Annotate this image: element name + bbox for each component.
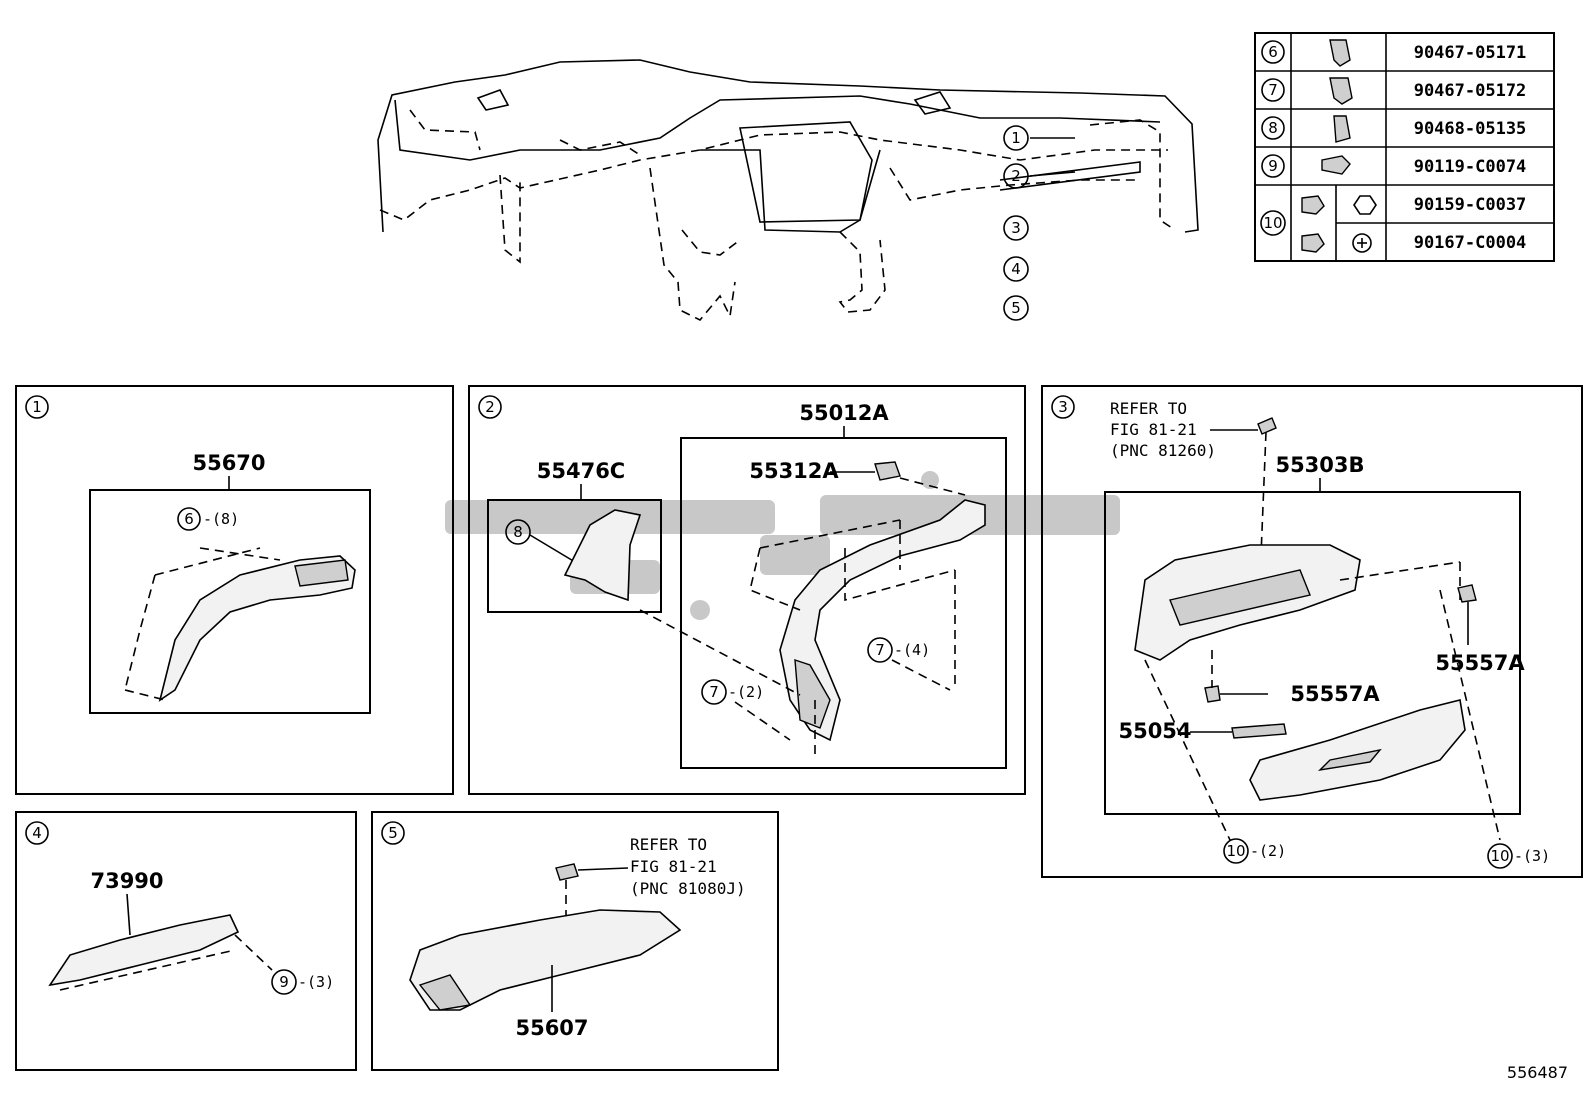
clip-part [874,461,901,481]
svg-text:-(3): -(3) [298,973,334,991]
svg-text:4: 4 [32,824,42,842]
svg-text:-(8): -(8) [203,510,239,528]
panel-4: 4 73990 9 -(3) [15,811,357,1071]
part-label-55303B: 55303B [1275,453,1364,477]
svg-text:-(4): -(4) [894,641,930,659]
part-label-55012A: 55012A [799,401,889,425]
svg-text:90167-C0004: 90167-C0004 [1414,233,1527,253]
svg-text:7: 7 [875,641,885,659]
part-label-55557A-right: 55557A [1435,651,1525,675]
lower-panel [48,914,240,987]
svg-text:9: 9 [279,973,289,991]
svg-text:-(2): -(2) [1250,842,1286,860]
refer-note-line2: FIG 81-21 [630,857,717,876]
svg-text:2: 2 [1011,167,1021,185]
table-row: 9 90119-C0074 [1261,154,1527,178]
clip-icon [1329,77,1353,105]
damper-part [1457,584,1477,603]
part-label-55476C: 55476C [537,459,625,483]
socket-part [555,863,579,881]
svg-text:10: 10 [1490,847,1509,865]
damper-part [1204,685,1221,703]
svg-text:3: 3 [1058,398,1068,416]
svg-text:9: 9 [1268,157,1278,175]
table-row: 10 90159-C0037 90167-C0004 [1260,195,1527,253]
svg-text:90159-C0037: 90159-C0037 [1414,195,1527,215]
svg-text:5: 5 [1011,299,1021,317]
svg-text:90468-05135: 90468-05135 [1414,119,1527,139]
svg-text:7: 7 [1268,81,1278,99]
panel-5: 5 REFER TO FIG 81-21 (PNC 81080J) 55607 [371,811,779,1071]
svg-text:4: 4 [1011,260,1021,278]
clip-icon [1329,39,1351,67]
top-callout-5: 5 [1003,295,1029,321]
glove-box-door [1249,699,1466,801]
hex-head-icon [1353,195,1377,215]
lamp-socket [1257,417,1277,435]
dashboard-assembly-drawing [377,59,1199,321]
svg-text:90119-C0074: 90119-C0074 [1414,157,1527,177]
phillips-head-icon [1352,233,1372,253]
top-callout-4: 4 [1003,256,1029,282]
svg-text:1: 1 [1011,129,1021,147]
fastener-table: 6 90467-05171 7 90467-05172 8 90468-0513… [1254,32,1555,262]
bolt-icon [1301,233,1325,253]
figure-number: 556487 [1507,1063,1568,1082]
part-label-55670: 55670 [192,451,265,475]
panel-1: 1 55670 6 -(8) [15,385,454,795]
part-label-55607: 55607 [515,1016,588,1040]
a-pillar-garnish [779,499,986,742]
refer-note-line2: FIG 81-21 [1110,420,1197,439]
top-callout-2: 2 [1003,163,1029,189]
svg-text:10: 10 [1226,842,1245,860]
part-label-73990: 73990 [90,869,163,893]
svg-text:-(2): -(2) [728,683,764,701]
svg-text:10: 10 [1263,214,1282,232]
refer-note-line1: REFER TO [630,835,707,854]
top-callout-3: 3 [1003,215,1029,241]
svg-text:6: 6 [184,510,194,528]
screw-icon [1321,155,1351,175]
svg-text:7: 7 [709,683,719,701]
part-label-55054: 55054 [1118,719,1191,743]
svg-text:8: 8 [1268,119,1278,137]
svg-text:1: 1 [32,398,42,416]
part-label-55312A: 55312A [749,459,839,483]
side-vent-trim [158,555,356,702]
part-label-55557A-center: 55557A [1290,682,1380,706]
table-row: 6 90467-05171 [1261,39,1527,67]
svg-text:5: 5 [388,824,398,842]
refer-note-line1: REFER TO [1110,399,1187,418]
svg-text:6: 6 [1268,43,1278,61]
bolt-icon [1301,195,1325,215]
table-row: 7 90467-05172 [1261,77,1527,105]
table-row: 8 90468-05135 [1261,115,1527,143]
refer-note-line3: (PNC 81260) [1110,441,1216,460]
retainer-icon [1333,115,1351,143]
lower-finish-panel [409,909,682,1011]
panel-3: 3 REFER TO FIG 81-21 (PNC 81260) 55303B … [1041,385,1583,878]
top-callout-1: 1 [1003,125,1029,151]
svg-text:2: 2 [485,398,495,416]
svg-text:90467-05172: 90467-05172 [1414,81,1527,101]
svg-text:8: 8 [513,523,523,541]
panel-2: 2 55012A 55476C 8 55312A 7 -(2) 7 -(4) [468,385,1026,795]
svg-text:90467-05171: 90467-05171 [1414,43,1527,63]
svg-text:3: 3 [1011,219,1021,237]
strut-part [1231,723,1287,739]
svg-text:-(3): -(3) [1514,847,1550,865]
refer-note-line3: (PNC 81080J) [630,879,746,898]
corner-cover [563,509,642,602]
